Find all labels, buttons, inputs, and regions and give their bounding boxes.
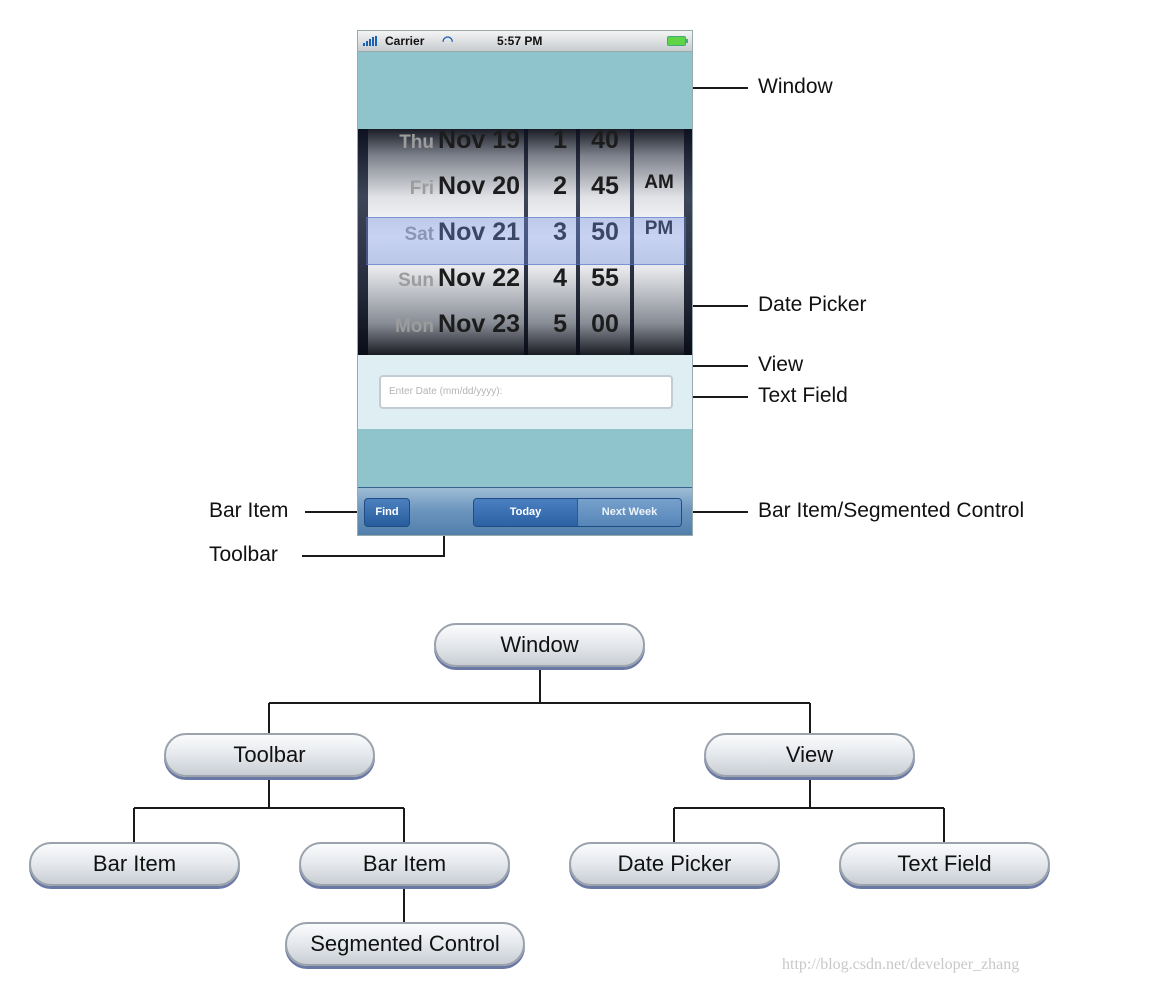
watermark: http://blog.csdn.net/developer_zhang [782,956,1020,973]
hour-value: 4 [553,264,567,292]
date-label: Nov 21 [438,218,520,246]
wifi-icon: ◠ [442,33,454,48]
tree-node-view: View [704,733,915,777]
weekday-label: Mon [394,316,435,337]
find-button[interactable]: Find [364,498,410,527]
minute-wheel[interactable]: 40 45 50 55 00 [580,129,630,355]
minute-value: 00 [591,310,619,338]
date-label: Nov 19 [438,129,520,154]
carrier-name: Carrier [385,34,425,48]
segmented-control[interactable]: Today Next Week [473,498,682,527]
minute-value: 40 [591,129,619,154]
tree-node-text-field: Text Field [839,842,1050,886]
callout-view: View [758,353,804,376]
callout-date-picker: Date Picker [758,293,867,316]
battery-icon [667,36,688,46]
hour-value: 1 [553,129,567,154]
callout-toolbar: Toolbar [209,543,278,566]
callout-bar-item-segmented: Bar Item/Segmented Control [758,499,1025,522]
pm-value: PM [644,218,674,239]
date-text-field[interactable]: Enter Date (mm/dd/yyyy): [379,375,673,409]
weekday-label: Thu [399,132,435,153]
tree-node-bar-item-2: Bar Item [299,842,510,886]
weekday-label: Sat [404,224,435,245]
hour-value: 3 [553,218,567,246]
callout-window: Window [758,75,833,98]
minute-value: 45 [591,172,619,200]
hour-value: 5 [553,310,567,338]
am-value: AM [644,172,674,193]
weekday-label: Sun [398,270,435,291]
date-label: Nov 20 [438,172,520,200]
minute-value: 55 [591,264,619,292]
segment-next-week[interactable]: Next Week [577,499,681,526]
date-label: Nov 22 [438,264,520,292]
hour-wheel[interactable]: 1 2 3 4 5 [528,129,576,355]
tree-node-window: Window [434,623,645,667]
toolbar: Find Today Next Week [358,487,692,535]
minute-value: 50 [591,218,619,246]
hour-value: 2 [553,172,567,200]
segment-today[interactable]: Today [474,499,577,526]
tree-node-date-picker: Date Picker [569,842,780,886]
tree-node-bar-item: Bar Item [29,842,240,886]
weekday-label: Fri [409,178,435,199]
ampm-wheel[interactable]: AM PM [634,129,684,355]
tree-node-toolbar: Toolbar [164,733,375,777]
selection-indicator [366,217,686,265]
status-bar: Carrier ◠ 5:57 PM [358,31,692,52]
tree-node-segmented-control: Segmented Control [285,922,525,966]
signal-icon [363,36,379,46]
status-time: 5:57 PM [497,34,543,48]
callout-bar-item: Bar Item [209,499,289,522]
date-label: Nov 23 [438,310,520,338]
callout-text-field: Text Field [758,384,848,407]
